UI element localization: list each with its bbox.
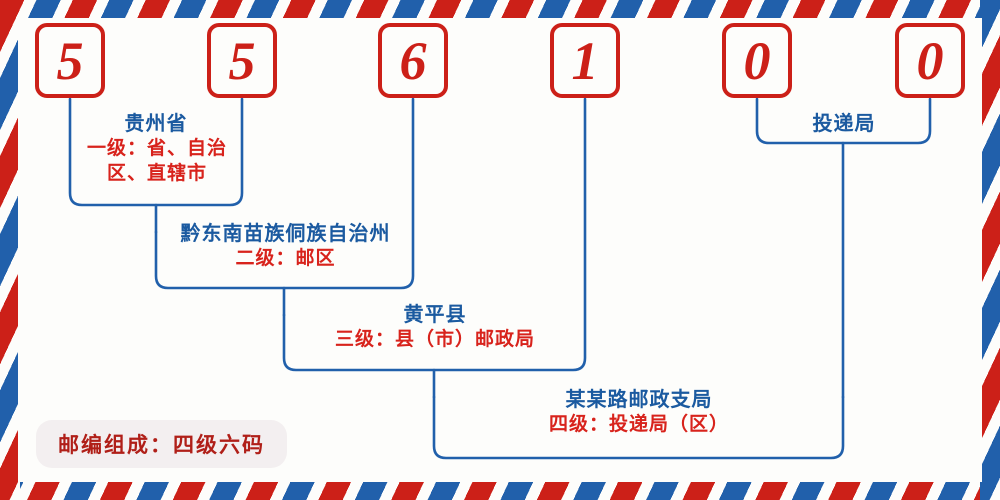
level-2-label: 黔东南苗族侗族自治州 二级：邮区 [158,222,413,272]
level-4-desc: 四级：投递局（区） [548,414,729,435]
postcode-digit-4: 1 [550,23,620,98]
airmail-border-bottom [0,480,1000,500]
airmail-border-right [980,0,1000,500]
level-2-desc: 二级：邮区 [235,248,336,269]
level-2-name: 黔东南苗族侗族自治州 [180,223,391,245]
postcode-digit-1: 5 [35,23,105,98]
level-3-desc: 三级：县（市）邮政局 [334,329,535,350]
postcode-digit-3: 6 [378,23,448,98]
postcode-digit-6: 0 [895,23,965,98]
level-4-name: 某某路邮政支局 [565,389,713,411]
delivery-office-name: 投递局 [812,113,876,135]
postcode-digit-5: 0 [722,23,792,98]
delivery-office-label: 投递局 [758,107,930,136]
envelope-paper [18,18,982,482]
level-4-label: 某某路邮政支局 四级：投递局（区） [435,388,843,438]
composition-badge: 邮编组成：四级六码 [36,420,287,468]
airmail-border-left [0,0,20,500]
level-3-label: 黄平县 三级：县（市）邮政局 [285,303,585,353]
level-1-label: 贵州省 一级：省、自治区、直辖市 [82,112,230,186]
level-1-name: 贵州省 [124,113,188,135]
level-1-desc: 一级：省、自治区、直辖市 [86,138,227,184]
level-3-name: 黄平县 [403,304,467,326]
postcode-digit-2: 5 [207,23,277,98]
airmail-border-top [0,0,1000,20]
